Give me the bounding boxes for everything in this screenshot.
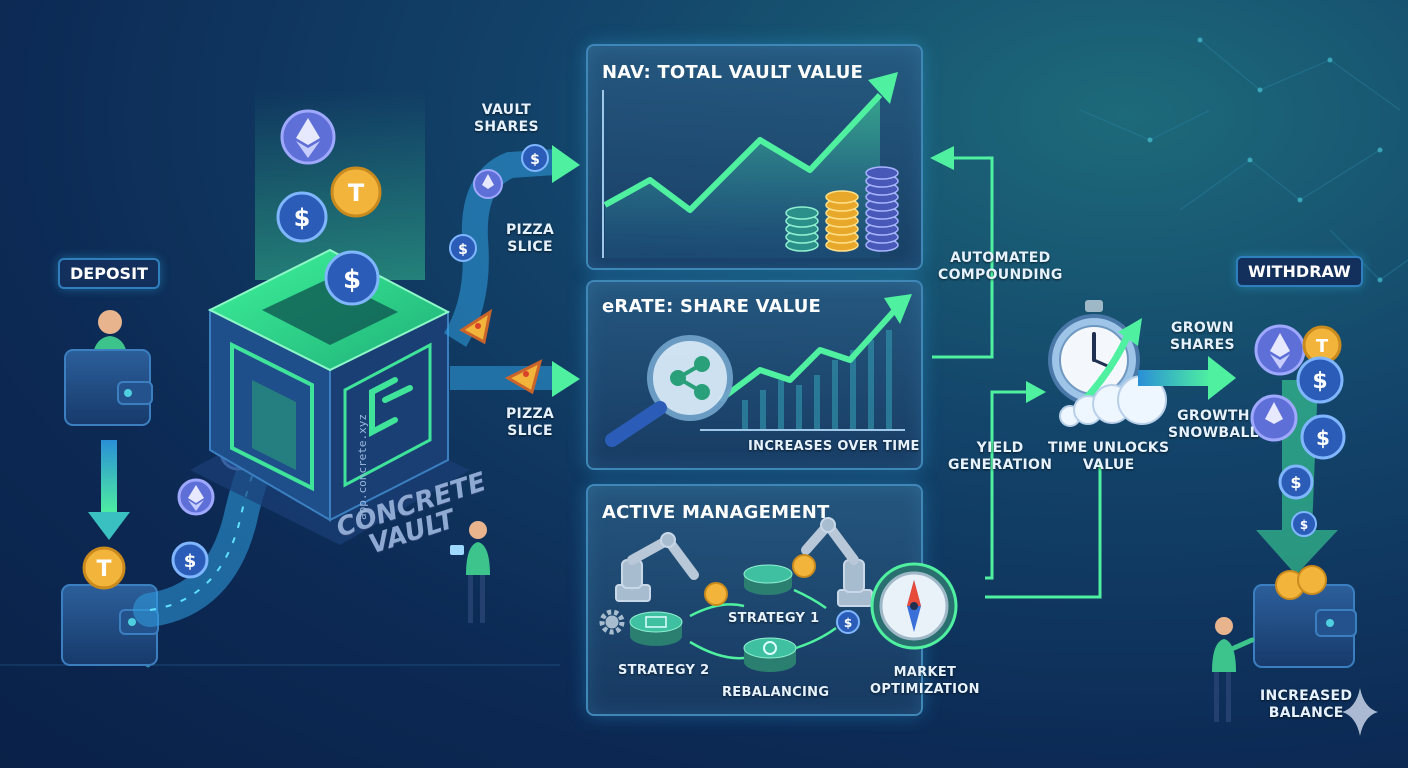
snowball <box>1059 375 1167 427</box>
growth-snowball-label: GROWTH SNOWBALL <box>1168 408 1259 442</box>
growth-snowball-line2: SNOWBALL <box>1168 425 1259 441</box>
growth-snowball-line1: GROWTH <box>1177 408 1250 424</box>
dollar-coin-icon: $ <box>324 250 380 306</box>
ethereum-icon <box>280 109 336 165</box>
svg-text:$: $ <box>1312 369 1327 394</box>
tether-coin-icon: T <box>82 546 126 590</box>
strategy-1-label: STRATEGY 1 <box>728 611 820 626</box>
automated-compounding-line2: COMPOUNDING <box>938 267 1063 283</box>
time-unlocks-value-label: TIME UNLOCKS VALUE <box>1048 440 1169 474</box>
tether-coin-icon: T <box>1302 325 1342 365</box>
dollar-coin-icon: $ <box>521 144 549 172</box>
deposit-flow-band <box>133 383 307 627</box>
increased-balance-line1: INCREASED <box>1260 688 1353 704</box>
nav-panel: NAV: TOTAL VAULT VALUE <box>586 44 923 270</box>
withdraw-down-arrow <box>1256 380 1338 575</box>
svg-text:T: T <box>96 557 111 582</box>
yield-generation-line2: GENERATION <box>948 457 1053 473</box>
rebalancing-label: REBALANCING <box>722 685 830 700</box>
ethereum-icon <box>473 169 503 199</box>
pizza-slice-top-line2: SLICE <box>507 239 553 255</box>
svg-text:$: $ <box>1300 518 1308 532</box>
dollar-coin-icon: $ <box>1296 356 1344 404</box>
market-optimization-line2: OPTIMIZATION <box>870 682 980 697</box>
pizza-slice-icon <box>504 359 543 395</box>
svg-text:$: $ <box>1290 473 1301 492</box>
increased-balance-label: INCREASED BALANCE <box>1260 688 1352 722</box>
increased-balance-line2: BALANCE <box>1268 705 1344 721</box>
tether-coin-icon: T <box>330 166 382 218</box>
wallet-icon <box>1253 565 1357 668</box>
grown-shares-label: GROWN SHARES <box>1170 320 1235 354</box>
strategy-2-label: STRATEGY 2 <box>618 663 710 678</box>
deposit-tag: DEPOSIT <box>58 258 160 289</box>
erate-caption: INCREASES OVER TIME <box>748 439 920 454</box>
growth-arrow <box>1071 318 1142 414</box>
withdraw-person <box>1212 617 1255 722</box>
erate-panel-title: eRATE: SHARE VALUE <box>602 296 822 317</box>
nav-panel-title: NAV: TOTAL VAULT VALUE <box>602 62 864 83</box>
automated-compounding-label: AUTOMATED COMPOUNDING <box>938 250 1063 284</box>
dollar-coin-icon: $ <box>276 191 328 243</box>
yield-generation-line1: YIELD <box>976 440 1024 456</box>
pizza-slice-top-label: PIZZA SLICE <box>506 222 554 256</box>
ethereum-icon <box>1254 324 1306 376</box>
svg-text:$: $ <box>1316 426 1330 450</box>
automated-compounding-line1: AUTOMATED <box>950 250 1051 266</box>
active-management-title: ACTIVE MANAGEMENT <box>602 502 830 523</box>
time-unlocks-value-line2: VALUE <box>1082 457 1135 473</box>
pizza-slice-icon <box>459 308 493 345</box>
svg-text:T: T <box>348 179 365 207</box>
svg-text:$: $ <box>184 551 197 572</box>
yield-loop <box>985 390 1102 599</box>
erate-panel: eRATE: SHARE VALUE INCREASES OVER TIME <box>586 280 923 470</box>
dollar-coin-icon: $ <box>1300 414 1346 460</box>
svg-text:$: $ <box>232 443 245 464</box>
dollar-coin-icon: $ <box>219 433 257 471</box>
deposit-down-arrow <box>88 440 130 540</box>
dollar-coin-icon: $ <box>1278 464 1314 500</box>
stopwatch-icon <box>1048 300 1140 406</box>
wallet-icon <box>61 584 159 666</box>
vault-beam <box>255 90 425 280</box>
wallet-icon <box>64 349 153 426</box>
pizza-slice-bottom-line2: SLICE <box>507 423 553 439</box>
yield-generation-label: YIELD GENERATION <box>948 440 1052 474</box>
pizza-slice-bottom-line1: PIZZA <box>506 406 555 422</box>
svg-text:$: $ <box>343 265 361 295</box>
dollar-coin-icon: $ <box>171 541 209 579</box>
market-optimization-label: MARKET OPTIMIZATION <box>870 664 980 698</box>
vault-shares-line2: SHARES <box>474 119 539 135</box>
grown-shares-line2: SHARES <box>1170 337 1235 353</box>
pizza-slice-top-line1: PIZZA <box>506 222 555 238</box>
time-unlocks-value-line1: TIME UNLOCKS <box>1048 440 1170 456</box>
ethereum-icon <box>177 478 215 516</box>
svg-text:T: T <box>1316 336 1329 357</box>
grown-shares-line1: GROWN <box>1171 320 1234 336</box>
grown-shares-arrow <box>1138 356 1236 400</box>
vault-url: app.concrete.xyz <box>356 414 369 520</box>
deposit-person <box>92 310 128 365</box>
withdraw-tag: WITHDRAW <box>1236 256 1363 287</box>
pizza-slice-bottom-label: PIZZA SLICE <box>506 406 554 440</box>
dollar-coin-icon: $ <box>449 234 477 262</box>
vault-shares-line1: VAULT <box>481 102 532 118</box>
background-network <box>1079 39 1408 281</box>
operator-person <box>450 521 490 623</box>
svg-text:$: $ <box>530 152 540 168</box>
market-optimization-line1: MARKET <box>893 665 957 680</box>
svg-text:$: $ <box>458 242 468 258</box>
svg-text:$: $ <box>294 204 311 232</box>
vault-shares-label: VAULT SHARES <box>474 102 539 136</box>
dollar-coin-icon: $ <box>1291 511 1317 537</box>
